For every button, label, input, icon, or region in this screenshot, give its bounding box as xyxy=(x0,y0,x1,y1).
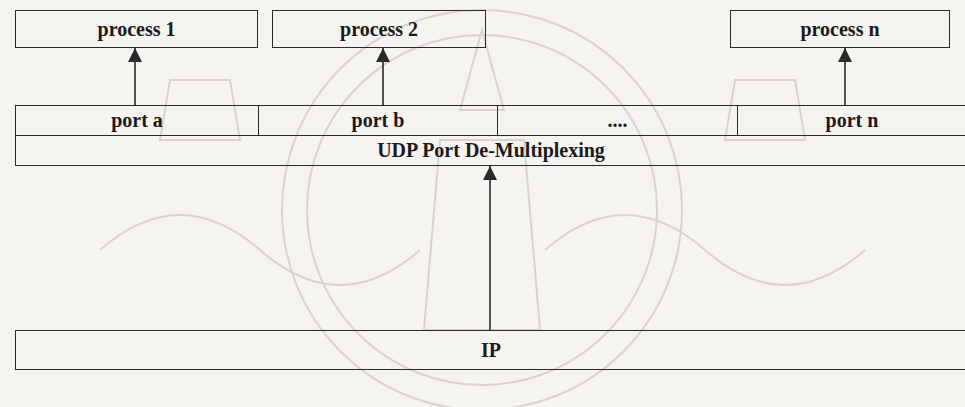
ip-band: IP xyxy=(15,330,965,370)
process-box: process 2 xyxy=(272,10,486,48)
arrow-connector xyxy=(382,48,384,105)
box-label: process 1 xyxy=(92,18,182,41)
arrow-connector xyxy=(844,48,846,105)
port-cell: port b xyxy=(258,105,498,136)
box-label: process 2 xyxy=(334,18,424,41)
demux-band: UDP Port De-Multiplexing xyxy=(15,135,965,166)
box-label: IP xyxy=(475,339,507,362)
box-label: port b xyxy=(346,109,411,132)
box-label: UDP Port De-Multiplexing xyxy=(371,139,611,162)
box-label: .... xyxy=(602,109,634,132)
port-cell: port n xyxy=(737,105,965,136)
box-label: port a xyxy=(105,109,169,132)
arrow-connector xyxy=(489,166,491,330)
port-cell: .... xyxy=(497,105,738,136)
process-box: process n xyxy=(730,10,950,48)
box-label: port n xyxy=(820,109,885,132)
box-label: process n xyxy=(794,18,885,41)
process-box: process 1 xyxy=(15,10,258,48)
port-cell: port a xyxy=(15,105,259,136)
watermark-seal xyxy=(100,10,865,407)
arrow-connector xyxy=(134,48,136,105)
